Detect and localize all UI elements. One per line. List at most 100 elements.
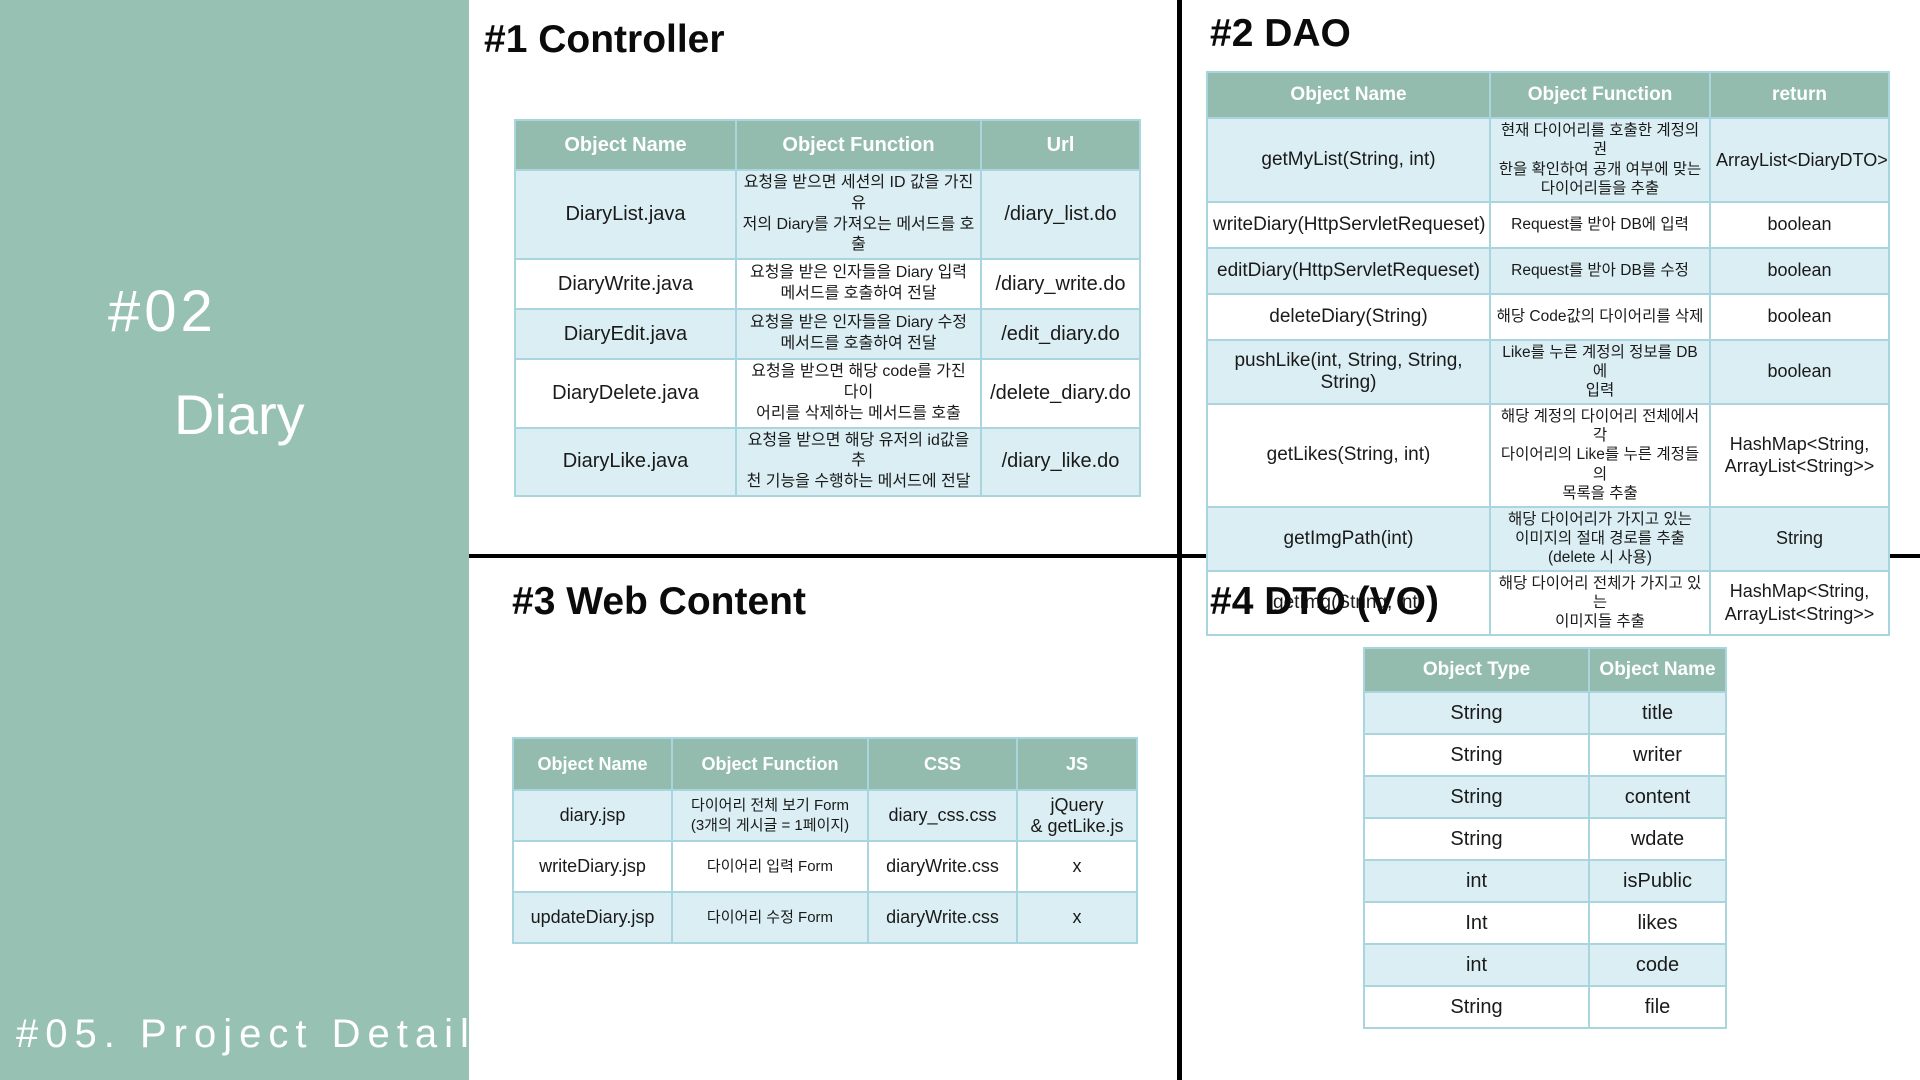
table-cell: 해당 다이어리가 가지고 있는 이미지의 절대 경로를 추출 (delete 시… — [1489, 505, 1711, 572]
table-cell: Int — [1363, 901, 1590, 945]
column-header: Object Name — [514, 119, 737, 171]
table-row: pushLike(int, String, String, String)Lik… — [1206, 338, 1890, 405]
table-row: editDiary(HttpServletRequeset)Request를 받… — [1206, 246, 1890, 295]
column-header: Object Name — [1206, 71, 1491, 119]
table-cell: /diary_list.do — [980, 168, 1141, 261]
table-cell: writer — [1588, 733, 1727, 777]
table-cell: file — [1588, 985, 1727, 1029]
table-cell: x — [1016, 891, 1138, 944]
table-cell: isPublic — [1588, 859, 1727, 903]
table-row: getImg(String, int)해당 다이어리 전체가 가지고 있는 이미… — [1206, 569, 1890, 636]
table-row: writeDiary(HttpServletRequeset)Request를 … — [1206, 200, 1890, 249]
table-cell: String — [1363, 817, 1590, 861]
table-cell: code — [1588, 943, 1727, 987]
table-cell: jQuery & getLike.js — [1016, 789, 1138, 842]
table-cell: DiaryLike.java — [514, 426, 737, 497]
table-cell: 다이어리 입력 Form — [671, 840, 869, 893]
column-header: Object Name — [1588, 647, 1727, 693]
table-cell: diaryWrite.css — [867, 891, 1018, 944]
column-header: Object Function — [1489, 71, 1711, 119]
table-row: getImgPath(int)해당 다이어리가 가지고 있는 이미지의 절대 경… — [1206, 505, 1890, 572]
table-cell: Request를 받아 DB를 수정 — [1489, 246, 1711, 295]
dto-panel-title: #4 DTO (VO) — [1210, 580, 1439, 623]
table-cell: DiaryWrite.java — [514, 258, 737, 311]
table-cell: /edit_diary.do — [980, 308, 1141, 361]
slide-title: Diary — [174, 383, 305, 446]
sidebar: #02 Diary #05. Project Detail — [0, 0, 469, 1080]
table-cell: 요청을 받으면 해당 code를 가진 다이 어리를 삭제하는 메서드를 호출 — [735, 358, 982, 429]
table-cell: String — [1363, 985, 1590, 1029]
table-cell: /diary_like.do — [980, 426, 1141, 497]
table-cell: 요청을 받으면 해당 유저의 id값을 추 천 기능을 수행하는 메서드에 전달 — [735, 426, 982, 497]
table-cell: diaryWrite.css — [867, 840, 1018, 893]
table-cell: getLikes(String, int) — [1206, 402, 1491, 508]
table-cell: String — [1363, 733, 1590, 777]
column-header: Object Function — [671, 737, 869, 791]
slide-number-badge: #02 — [108, 279, 217, 344]
column-header: JS — [1016, 737, 1138, 791]
column-header: CSS — [867, 737, 1018, 791]
table-cell: int — [1363, 943, 1590, 987]
column-header: Url — [980, 119, 1141, 171]
table-cell: likes — [1588, 901, 1727, 945]
table-cell: DiaryDelete.java — [514, 358, 737, 429]
table-cell: 다이어리 전체 보기 Form (3개의 게시글 = 1페이지) — [671, 789, 869, 842]
table-cell: diary_css.css — [867, 789, 1018, 842]
table-cell: String — [1709, 505, 1890, 572]
quadrant-divider-horizontal — [469, 554, 1920, 558]
table-cell: HashMap<String, ArrayList<String>> — [1709, 569, 1890, 636]
table-cell: 해당 계정의 다이어리 전체에서 각 다이어리의 Like를 누른 계정들의 목… — [1489, 402, 1711, 508]
quadrant-divider-vertical — [1177, 0, 1182, 1080]
table-cell: 현재 다이어리를 호출한 계정의 권 한을 확인하여 공개 여부에 맞는 다이어… — [1489, 117, 1711, 203]
column-header: Object Type — [1363, 647, 1590, 693]
table-cell: boolean — [1709, 338, 1890, 405]
table-row: getLikes(String, int)해당 계정의 다이어리 전체에서 각 … — [1206, 402, 1890, 508]
table-cell: updateDiary.jsp — [512, 891, 673, 944]
table-cell: diary.jsp — [512, 789, 673, 842]
dao-panel-title: #2 DAO — [1210, 12, 1351, 55]
table-cell: 해당 다이어리 전체가 가지고 있는 이미지들 추출 — [1489, 569, 1711, 636]
table-cell: Request를 받아 DB에 입력 — [1489, 200, 1711, 249]
table-cell: title — [1588, 691, 1727, 735]
table-cell: String — [1363, 691, 1590, 735]
table-cell: x — [1016, 840, 1138, 893]
table-cell: Like를 누른 계정의 정보를 DB에 입력 — [1489, 338, 1711, 405]
table-cell: writeDiary.jsp — [512, 840, 673, 893]
table-cell: pushLike(int, String, String, String) — [1206, 338, 1491, 405]
table-cell: 요청을 받으면 세션의 ID 값을 가진 유 저의 Diary를 가져오는 메서… — [735, 168, 982, 261]
table-cell: getMyList(String, int) — [1206, 117, 1491, 203]
column-header: Object Name — [512, 737, 673, 791]
table-cell: getImgPath(int) — [1206, 505, 1491, 572]
table-cell: 다이어리 수정 Form — [671, 891, 869, 944]
slide-footer: #05. Project Detail — [16, 1012, 476, 1056]
table-cell: DiaryList.java — [514, 168, 737, 261]
table-cell: deleteDiary(String) — [1206, 292, 1491, 341]
table-cell: 요청을 받은 인자들을 Diary 입력 메서드를 호출하여 전달 — [735, 258, 982, 311]
table-cell: int — [1363, 859, 1590, 903]
table-cell: ArrayList<DiaryDTO> — [1709, 117, 1890, 203]
column-header: Object Function — [735, 119, 982, 171]
table-cell: /delete_diary.do — [980, 358, 1141, 429]
table-row: getMyList(String, int)현재 다이어리를 호출한 계정의 권… — [1206, 117, 1890, 203]
